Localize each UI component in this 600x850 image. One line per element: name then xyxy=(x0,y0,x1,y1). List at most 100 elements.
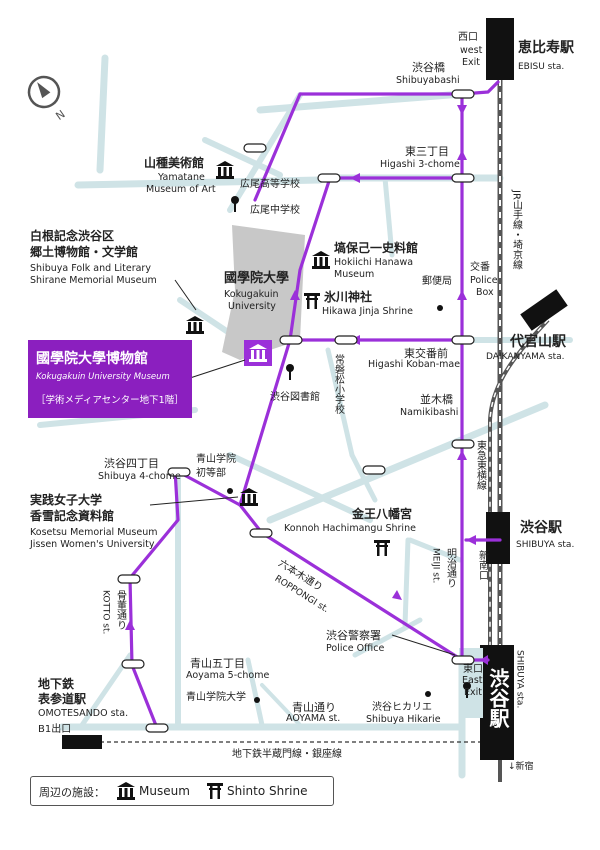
aoyama-gakuin-elementary-2: 初等部 xyxy=(196,468,226,479)
jr-line-label: JR山手線・埼京線 xyxy=(510,190,522,270)
yamatane-ja: 山種美術館 xyxy=(144,156,205,170)
shibuya-station-block xyxy=(480,645,514,760)
aoyama5-ja: 青山五丁目 xyxy=(190,657,245,670)
aoyama-gakuin-elementary-1: 青山学院 xyxy=(196,454,236,465)
location-pins xyxy=(227,196,471,703)
police-office-en: Police Office xyxy=(326,643,385,654)
hanzomon-line-label: 地下鉄半蔵門線・銀座線 xyxy=(232,749,342,760)
hanawa-en1: Hokiichi Hanawa xyxy=(334,257,414,268)
daikanyama-station-block xyxy=(520,289,568,331)
konnoh-en: Konnoh Hachimangu Shrine xyxy=(284,523,416,534)
police-box-en2: Box xyxy=(476,287,494,298)
daikanyama-station-label: 代官山駅 xyxy=(510,334,566,350)
crosswalk-markers xyxy=(117,89,475,733)
yamatane-en2: Museum of Art xyxy=(146,184,216,195)
shibuya4-en: Shibuya 4-chome xyxy=(98,471,181,482)
kokugakuin-campus xyxy=(222,225,305,360)
legend-shrine: Shinto Shrine xyxy=(227,784,308,798)
legend: 周辺の施設： Museum Shinto Shrine xyxy=(30,776,334,806)
omotesando-station-en: OMOTESANDO sta. xyxy=(38,708,129,719)
shirane-en2: Shirane Memorial Museum xyxy=(30,275,157,286)
ebisu-station-en: EBISU sta. xyxy=(518,62,565,72)
shirane-ja1: 白根記念渋谷区 xyxy=(30,229,115,243)
kotto-street-ja: 骨董通り xyxy=(114,590,126,630)
museum-title-en: Kokugakuin University Museum xyxy=(36,372,170,382)
hikarie-en: Shibuya Hikarie xyxy=(366,714,441,725)
hikawa-en: Hikawa Jinja Shrine xyxy=(322,306,413,317)
aoyama-gakuin-university: 青山学院大学 xyxy=(186,692,246,703)
museum-icon xyxy=(186,161,330,506)
east-exit-en1: East xyxy=(462,675,483,686)
post-office: 郵便局 xyxy=(422,276,452,287)
museum-title-ja: 國學院大學博物館 xyxy=(36,351,148,367)
konnoh-ja: 金王八幡宮 xyxy=(352,507,413,521)
shin-minamiguchi: 新南口 xyxy=(476,550,488,580)
shibuya-station-en: SHIBUYA sta. xyxy=(514,650,525,709)
shirane-ja2: 郷土博物館・文学館 xyxy=(30,245,139,259)
omotesando-subway-label: 地下鉄 xyxy=(38,677,75,691)
railways xyxy=(62,18,568,782)
shibuya4-ja: 渋谷四丁目 xyxy=(104,457,159,470)
ebisu-station-block xyxy=(486,18,514,80)
police-box-en1: Police xyxy=(470,275,498,286)
ebisu-station-label: 恵比寿駅 xyxy=(518,40,574,56)
shibuya-toyoko-station-en: SHIBUYA sta. xyxy=(516,540,575,550)
hikawa-ja: 氷川神社 xyxy=(324,290,373,304)
daikanyama-station-en: DAIKANYAMA sta. xyxy=(486,352,565,362)
omotesando-station-label: 表参道駅 xyxy=(38,692,87,706)
shibuyabashi-ja: 渋谷橋 xyxy=(412,61,445,74)
shibuya-toyoko-station-block xyxy=(486,512,510,564)
kokugakuin-ja: 國學院大學 xyxy=(224,271,290,286)
compass-north-icon: N xyxy=(27,75,68,123)
museum-title-box: 國學院大學博物館 Kokugakuin University Museum ［学… xyxy=(28,340,192,418)
torii-icon xyxy=(207,783,223,799)
higashi-koban-ja: 東交番前 xyxy=(404,347,448,360)
jissen-ja2: 香雪記念資料館 xyxy=(30,509,115,523)
museum-icon xyxy=(117,782,135,800)
kokugakuin-en1: Kokugakuin xyxy=(224,289,279,300)
police-office-ja: 渋谷警察署 xyxy=(326,629,381,642)
tokyu-line-label: 東急東横線 xyxy=(474,440,486,490)
jissen-en1: Kosetsu Memorial Museum xyxy=(30,527,158,538)
namikibashi-en: Namikibashi xyxy=(400,407,459,418)
shinjuku-direction: ↓新宿 xyxy=(508,762,534,772)
jissen-ja1: 実践女子大学 xyxy=(30,493,103,507)
east-exit-ja: 東口 xyxy=(463,664,483,675)
higashi-koban-en: Higashi Koban-mae xyxy=(368,359,461,370)
jissen-en2: Jissen Women's University xyxy=(30,539,155,550)
shibuyabashi-en: Shibuyabashi xyxy=(396,75,460,86)
omotesando-station-block xyxy=(62,735,102,749)
shibuya-station-label: 渋谷駅 xyxy=(486,668,510,728)
svg-text:N: N xyxy=(53,108,67,123)
east-exit-en2: Exit xyxy=(464,687,482,698)
torii-icon xyxy=(304,293,390,556)
higashi3-ja: 東三丁目 xyxy=(405,145,449,158)
omotesando-exit: B1出口 xyxy=(38,724,72,735)
ebisu-west-exit-en2: Exit xyxy=(462,57,480,68)
shibuya-toyoko-station-label: 渋谷駅 xyxy=(520,520,562,536)
ebisu-west-exit-ja: 西口 xyxy=(458,32,478,43)
shirane-en1: Shibuya Folk and Literary xyxy=(30,263,151,274)
namikibashi-ja: 並木橋 xyxy=(420,393,453,406)
yamatane-en1: Yamatane xyxy=(158,172,205,183)
hiroo-junior-high: 広尾中学校 xyxy=(250,205,300,216)
shibuya-library: 渋谷図書館 xyxy=(270,392,320,403)
aoyama-street-ja: 青山通り xyxy=(292,701,336,714)
museum-location-note: ［学術メディアセンター地下1階］ xyxy=(36,395,184,406)
hikarie-ja: 渋谷ヒカリエ xyxy=(372,702,432,713)
hanawa-ja: 塙保己一史料館 xyxy=(334,241,419,255)
higashi3-en: Higashi 3-chome xyxy=(380,159,460,170)
police-box-ja: 交番 xyxy=(470,262,490,273)
kokugakuin-en2: University xyxy=(228,301,276,312)
kotto-street-en: KOTTO st. xyxy=(100,590,111,635)
aoyama5-en: Aoyama 5-chome xyxy=(186,670,270,681)
legend-intro: 周辺の施設： xyxy=(39,786,105,799)
ebisu-west-exit-en1: west xyxy=(460,45,483,56)
hanawa-en2: Museum xyxy=(334,269,375,280)
aoyama-street-en: AOYAMA st. xyxy=(286,713,341,724)
tokiwamatsu-school: 常磐松小学校 xyxy=(332,354,344,414)
museum-location-marker xyxy=(244,340,272,366)
leader-lines xyxy=(149,279,456,656)
hiroo-high-school: 広尾高等学校 xyxy=(240,179,300,190)
